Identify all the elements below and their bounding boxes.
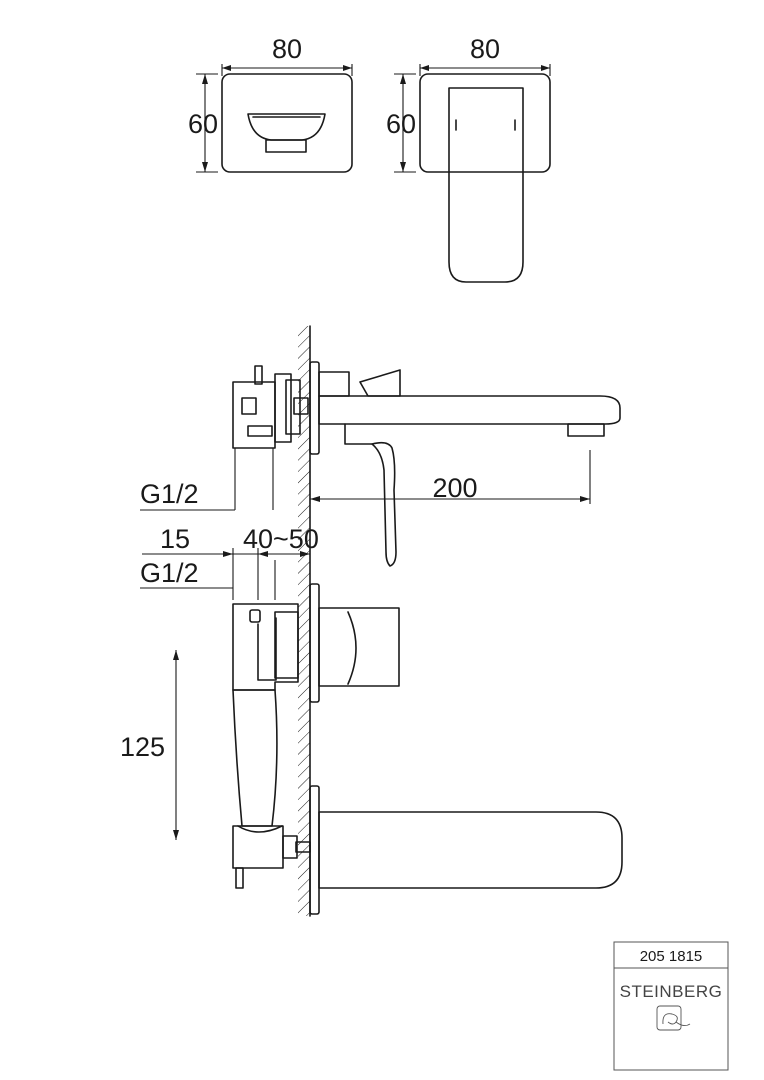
brand-name: STEINBERG <box>620 982 723 1001</box>
thread-upper-label: G1/2 <box>140 479 199 509</box>
brand-box: 205 1815 STEINBERG <box>613 941 729 1071</box>
top-left-width-label: 80 <box>272 34 302 64</box>
top-left-height-label: 60 <box>188 109 218 139</box>
side-view-plan: 125 <box>120 583 623 915</box>
offset-label: 15 <box>160 524 190 554</box>
side-view-elevation: 200 G1/2 <box>140 361 621 567</box>
depth-dimensions: 15 40~50 G1/2 <box>140 524 319 600</box>
top-view-spout: 80 60 <box>386 34 551 283</box>
spacing-label: 125 <box>120 732 165 762</box>
model-number: 205 1815 <box>640 948 703 965</box>
thread-lower-label: G1/2 <box>140 558 199 588</box>
depth-range-label: 40~50 <box>243 524 319 554</box>
top-right-width-label: 80 <box>470 34 500 64</box>
front-view-plate: 80 60 <box>188 34 353 173</box>
faucet-logo-icon <box>656 1005 691 1031</box>
spout-length-label: 200 <box>432 473 477 503</box>
top-right-height-label: 60 <box>386 109 416 139</box>
